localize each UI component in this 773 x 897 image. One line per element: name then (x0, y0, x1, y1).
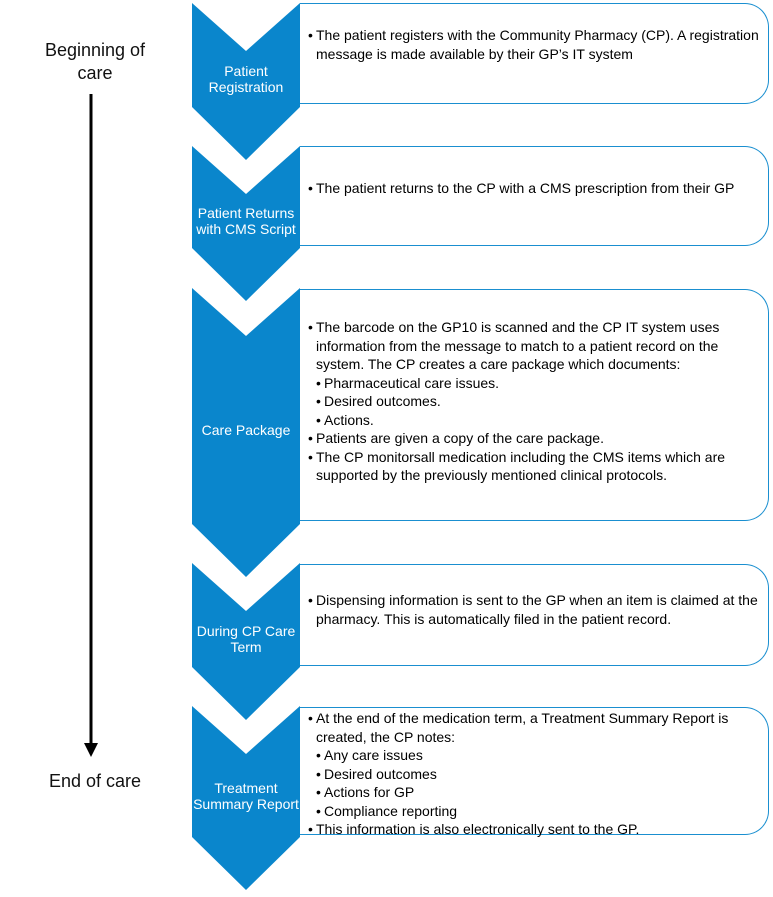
bullet-item: This information is also electronically … (308, 820, 760, 839)
step-chevron-1 (192, 3, 300, 160)
step-bullet-list: The patient registers with the Community… (308, 26, 760, 63)
step-chevron-4 (192, 563, 300, 720)
step-description-card: Dispensing information is sent to the GP… (300, 564, 769, 666)
step-chevron-5 (192, 706, 300, 890)
sub-bullet-item: Actions for GP (308, 783, 760, 802)
step-description-card: The patient returns to the CP with a CMS… (300, 146, 769, 246)
step-title: During CP Care Term (196, 623, 296, 655)
end-of-care-label: End of care (48, 771, 142, 791)
step-bullet-list: The patient returns to the CP with a CMS… (308, 179, 760, 198)
bullet-item: Patients are given a copy of the care pa… (308, 429, 760, 448)
step-bullet-list: At the end of the medication term, a Tre… (308, 709, 760, 839)
sub-bullet-item: Pharmaceutical care issues. (308, 374, 760, 393)
step-title: Patient Returns with CMS Script (196, 205, 296, 237)
step-bullet-list: The barcode on the GP10 is scanned and t… (308, 318, 760, 485)
step-description-card: The barcode on the GP10 is scanned and t… (300, 289, 769, 521)
sub-bullet-item: Any care issues (308, 746, 760, 765)
bullet-item: The patient returns to the CP with a CMS… (308, 179, 760, 198)
step-chevron-2 (192, 146, 300, 301)
beginning-of-care-label: Beginning of care (44, 40, 146, 83)
sub-bullet-item: Actions. (308, 411, 760, 430)
step-title: Care Package (201, 422, 291, 438)
bullet-item: At the end of the medication term, a Tre… (308, 709, 760, 746)
bullet-item: The barcode on the GP10 is scanned and t… (308, 318, 760, 374)
sub-bullet-item: Desired outcomes. (308, 392, 760, 411)
step-bullet-list: Dispensing information is sent to the GP… (308, 591, 760, 628)
bullet-item: Dispensing information is sent to the GP… (308, 591, 760, 628)
step-title: Patient Registration (208, 63, 284, 95)
bullet-item: The CP monitorsall medication including … (308, 448, 760, 485)
step-title: Treatment Summary Report (193, 779, 299, 812)
step-description-card: The patient registers with the Community… (300, 3, 769, 104)
sub-bullet-item: Desired outcomes (308, 765, 760, 784)
step-chevron-3 (192, 288, 300, 577)
timeline-arrowhead-icon (84, 743, 98, 757)
sub-bullet-item: Compliance reporting (308, 802, 760, 821)
step-description-card: At the end of the medication term, a Tre… (300, 707, 769, 837)
bullet-item: The patient registers with the Community… (308, 26, 760, 63)
